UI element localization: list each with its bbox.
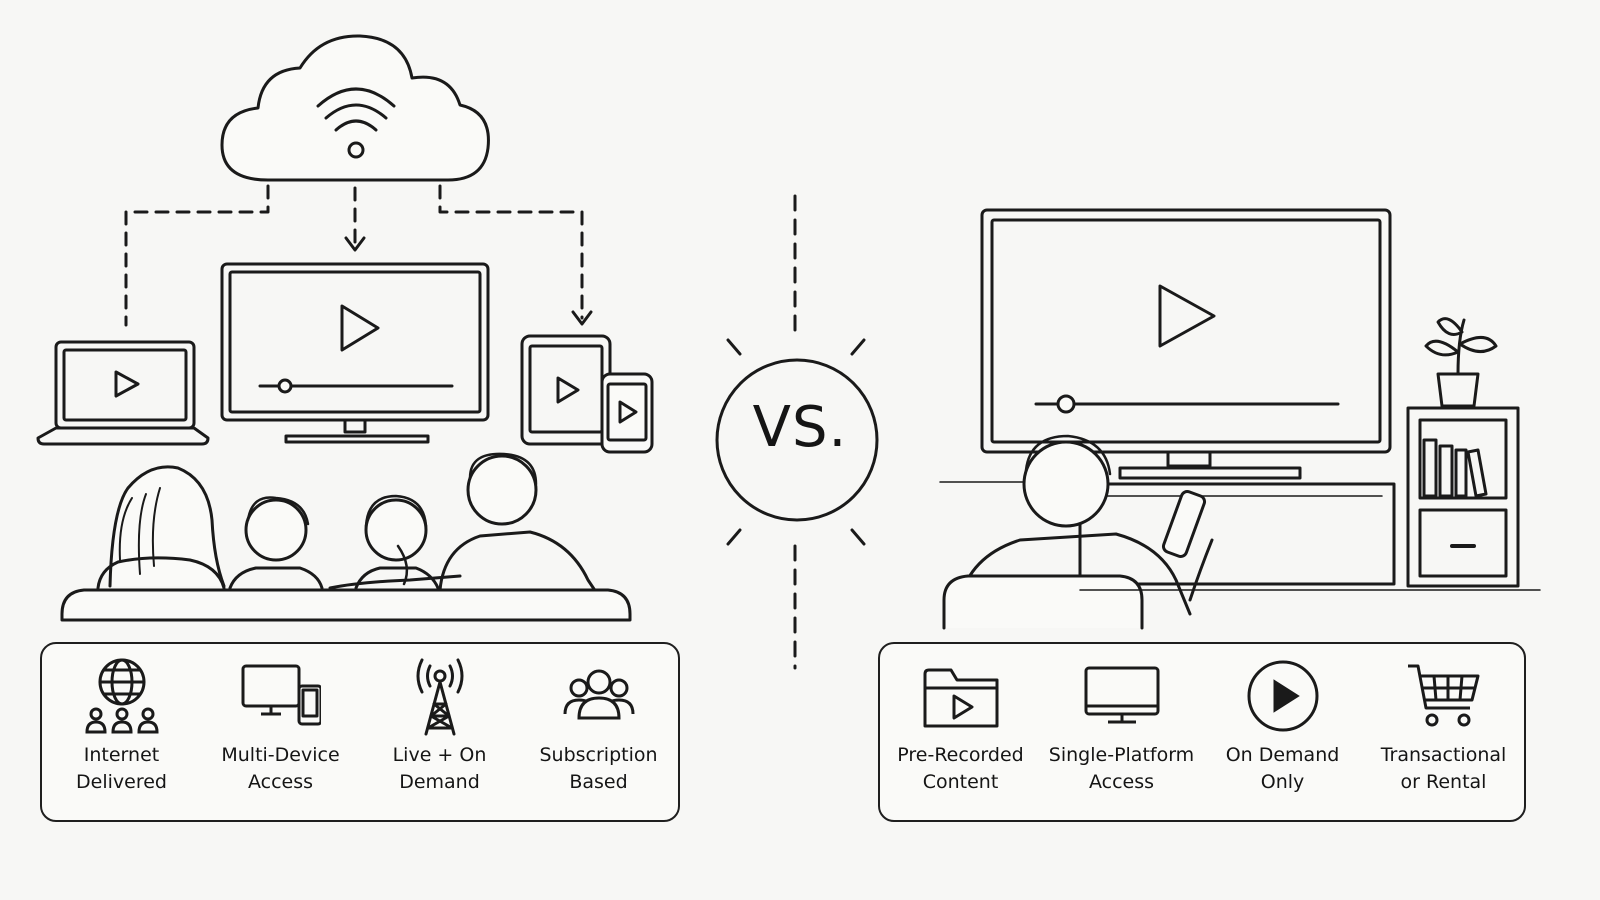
- tablet-icon: [520, 334, 612, 446]
- feature-label: Internet Delivered: [76, 744, 167, 793]
- play-circle-icon: [1247, 660, 1318, 732]
- feature-item: Transactional or Rental: [1364, 656, 1524, 796]
- vs-circle: [715, 358, 879, 522]
- feature-label: Subscription Based: [539, 744, 658, 793]
- broadcast-tower-icon: [416, 658, 463, 736]
- sparkle-lines: [726, 338, 866, 546]
- cloud-icon: [220, 34, 490, 182]
- feature-label: Pre-Recorded Content: [897, 744, 1024, 793]
- feature-item: Subscription Based: [519, 656, 678, 796]
- bookshelf: [1406, 406, 1520, 588]
- phone-icon: [600, 372, 654, 454]
- video-folder-icon: [923, 668, 998, 728]
- feature-label: Single-Platform Access: [1048, 744, 1195, 793]
- feature-item: Internet Delivered: [42, 656, 201, 796]
- feature-item: Single-Platform Access: [1042, 656, 1202, 796]
- cloud-connectors: [124, 184, 584, 327]
- feature-label: Transactional or Rental: [1380, 744, 1507, 793]
- feature-item: On Demand Only: [1203, 656, 1363, 796]
- group-icon: [563, 669, 634, 720]
- arrow-down-icon: [344, 236, 366, 252]
- arrow-down-icon: [571, 310, 593, 326]
- feature-label: Live + On Demand: [392, 744, 487, 793]
- plant-icon: [1424, 317, 1498, 408]
- feature-item: Live + On Demand: [360, 656, 519, 796]
- feature-item: Pre-Recorded Content: [881, 656, 1041, 796]
- monitor-icon: [1084, 666, 1159, 724]
- feature-label: On Demand Only: [1225, 744, 1340, 793]
- wifi-icon: [316, 87, 396, 159]
- feature-item: Multi-Device Access: [201, 656, 360, 796]
- globe-people-icon: [84, 658, 159, 734]
- man-with-remote: [942, 434, 1214, 630]
- multi-device-icon: [241, 664, 321, 726]
- tv-icon: [220, 262, 490, 444]
- feature-label: Multi-Device Access: [221, 744, 340, 793]
- family-illustration: [60, 452, 632, 622]
- big-tv-icon: [980, 208, 1392, 480]
- laptop-icon: [36, 340, 210, 446]
- shopping-cart-icon: [1407, 664, 1479, 727]
- right-feature-panel: Pre-Recorded Content Single-Platform Acc…: [878, 642, 1526, 822]
- left-feature-panel: Internet Delivered Multi-Device Access L…: [40, 642, 680, 822]
- vs-label: VS.: [752, 395, 848, 460]
